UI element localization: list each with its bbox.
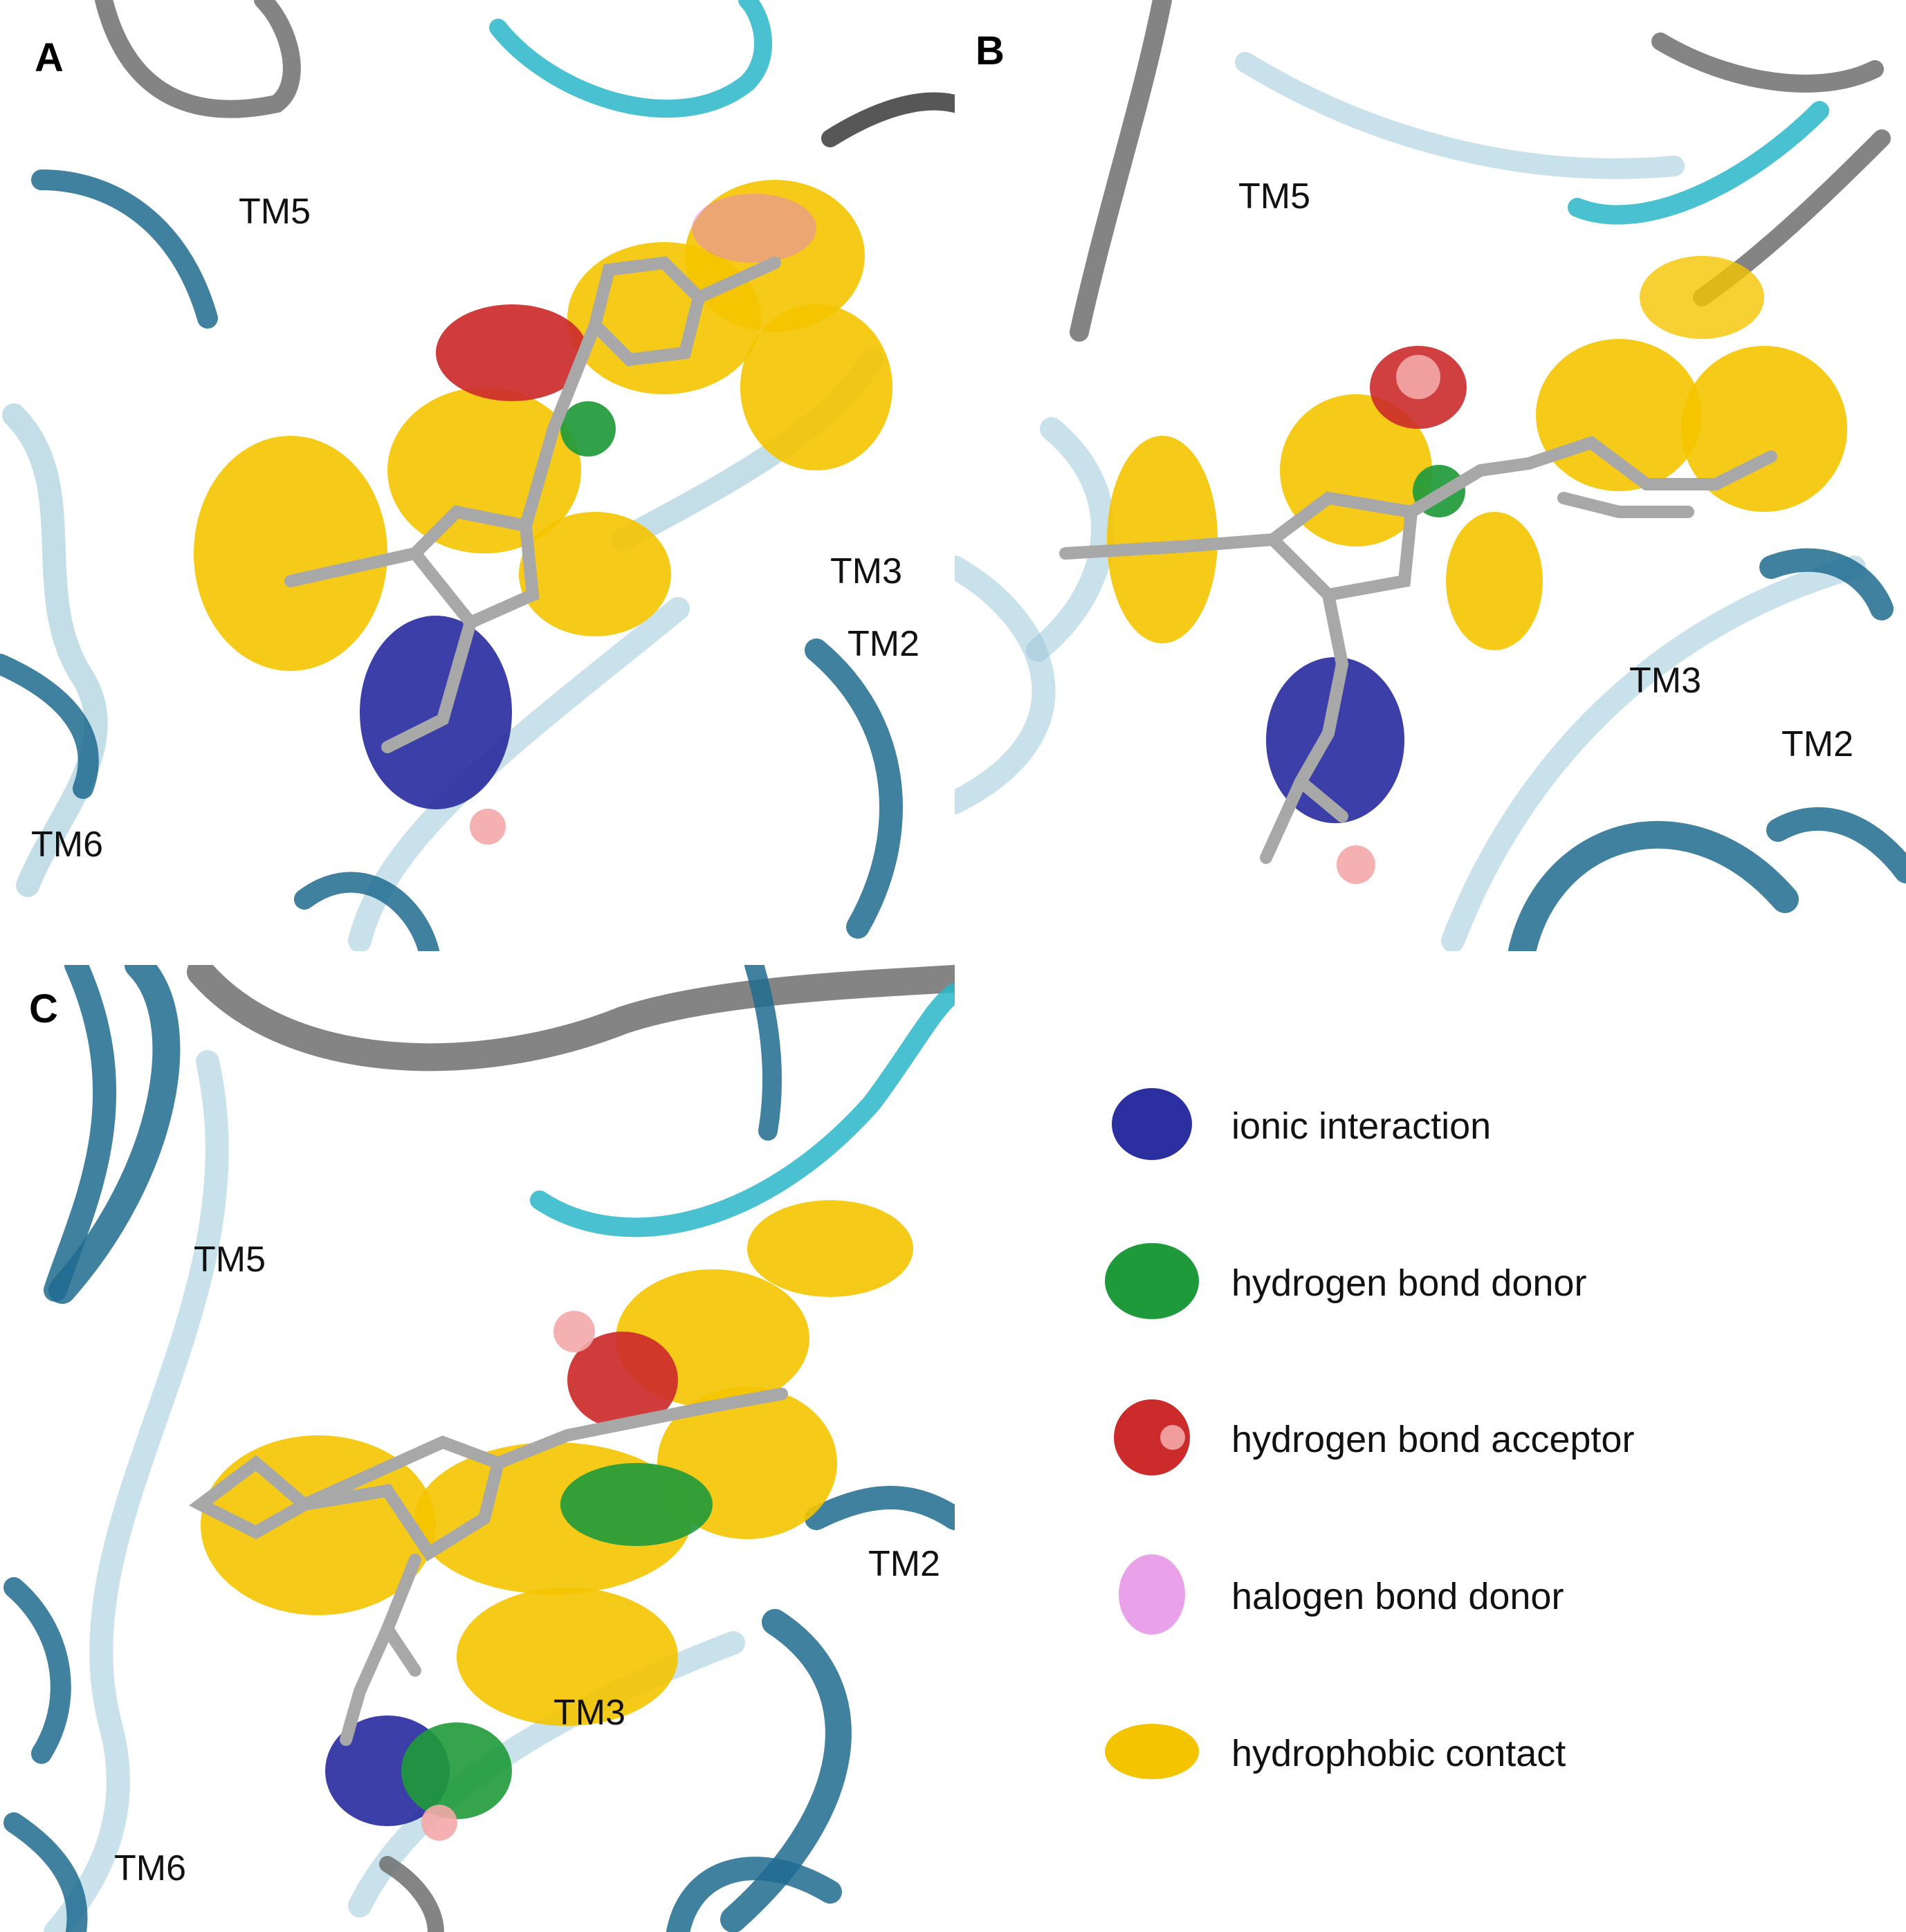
ligand-sticks bbox=[188, 1388, 788, 1746]
helix-ribbon bbox=[3, 1812, 88, 1932]
hbd-cloud bbox=[401, 1722, 512, 1819]
water-sphere bbox=[470, 809, 506, 845]
helix-ribbon bbox=[1441, 555, 1866, 951]
tm-label: TM6 bbox=[31, 825, 103, 865]
helix-ribbon bbox=[1766, 807, 1906, 883]
helix-ribbon bbox=[187, 965, 955, 1071]
ligand-sticks bbox=[1059, 435, 1777, 864]
hydrophobic-clouds bbox=[1107, 256, 1847, 650]
hbd-cloud-icon bbox=[1105, 1243, 1199, 1319]
panel-label: A bbox=[35, 35, 64, 80]
helix-ribbon bbox=[379, 1856, 444, 1932]
panel-c-scene bbox=[3, 965, 955, 1932]
helix-ribbon bbox=[821, 92, 955, 147]
ionic-cloud-icon bbox=[1112, 1088, 1192, 1160]
legend-label: hydrogen bond donor bbox=[1231, 1262, 1587, 1304]
tm-label: TM2 bbox=[868, 1544, 940, 1584]
legend-item: halogen bond donor bbox=[1100, 1546, 1861, 1643]
tm-label: TM5 bbox=[239, 192, 311, 232]
panel-c: C TM5 TM2 TM3 TM6 bbox=[0, 965, 955, 1932]
water-sphere bbox=[1337, 845, 1375, 884]
tm-label: TM5 bbox=[194, 1240, 266, 1280]
water-sphere bbox=[1396, 355, 1440, 399]
panel-label: C bbox=[29, 986, 58, 1031]
helix-ribbon bbox=[1070, 0, 1172, 342]
hba-cloud bbox=[567, 1332, 678, 1428]
helix-ribbon bbox=[1568, 101, 1829, 225]
panel-label: B bbox=[975, 28, 1005, 73]
helix-ribbon bbox=[31, 169, 218, 329]
helix-ribbon bbox=[0, 654, 99, 799]
helix-ribbon bbox=[44, 965, 117, 1302]
panel-b-scene bbox=[955, 0, 1906, 951]
panel-a: A TM5 TM3 TM2 TM6 bbox=[0, 0, 955, 951]
legend-label: ionic interaction bbox=[1231, 1105, 1492, 1147]
hbd-cloud bbox=[560, 1463, 713, 1546]
tm-label: TM3 bbox=[830, 551, 902, 591]
helix-ribbon bbox=[805, 638, 903, 939]
panel-b: B TM5 TM3 TM2 bbox=[955, 0, 1906, 951]
tm-label: TM6 bbox=[114, 1848, 186, 1888]
hydrophobic-clouds bbox=[194, 180, 892, 671]
hba-cloud-icon bbox=[1114, 1399, 1190, 1475]
helix-ribbon bbox=[1651, 33, 1884, 93]
ligand-sticks bbox=[284, 256, 781, 753]
helix-ribbon bbox=[1759, 548, 1894, 620]
hydrophobic-cloud-icon bbox=[1105, 1724, 1199, 1779]
ionic-cloud bbox=[360, 616, 512, 809]
legend-label: hydrogen bond acceptor bbox=[1231, 1419, 1635, 1460]
water-sphere bbox=[421, 1805, 457, 1841]
helix-ribbon bbox=[666, 1857, 842, 1932]
water-sphere bbox=[553, 1311, 595, 1352]
helix-ribbon bbox=[805, 1486, 955, 1530]
helix-ribbon bbox=[1235, 52, 1685, 179]
tm-label: TM2 bbox=[1781, 724, 1853, 764]
legend-item: hydrogen bond acceptor bbox=[1100, 1389, 1861, 1486]
legend-label: hydrophobic contact bbox=[1231, 1733, 1566, 1774]
helix-ribbon bbox=[530, 983, 955, 1238]
helix-ribbon bbox=[955, 555, 1056, 814]
helix-ribbon bbox=[1026, 417, 1115, 662]
panel-a-scene bbox=[0, 0, 955, 951]
helix-ribbon bbox=[48, 965, 181, 1304]
tm-label: TM5 bbox=[1238, 176, 1310, 217]
helix-ribbon bbox=[1508, 820, 1799, 951]
halogen-cloud-icon bbox=[1119, 1554, 1185, 1635]
helix-ribbon bbox=[294, 872, 439, 951]
legend-item: ionic interaction bbox=[1100, 1076, 1861, 1172]
legend-item: hydrogen bond donor bbox=[1100, 1233, 1861, 1330]
helix-ribbon bbox=[489, 0, 772, 118]
legend-label: halogen bond donor bbox=[1231, 1576, 1564, 1617]
hba-cloud bbox=[436, 304, 588, 401]
legend-item: hydrophobic contact bbox=[1100, 1703, 1861, 1800]
tm-label: TM3 bbox=[553, 1693, 625, 1733]
helix-ribbon bbox=[44, 1050, 229, 1932]
tm-label: TM3 bbox=[1629, 661, 1701, 701]
helix-ribbon bbox=[2, 403, 108, 897]
helix-ribbon bbox=[744, 965, 782, 1141]
tm-label: TM2 bbox=[847, 624, 919, 664]
helix-ribbon bbox=[3, 1577, 71, 1764]
hbd-cloud bbox=[560, 401, 616, 457]
helix-ribbon bbox=[95, 0, 301, 118]
